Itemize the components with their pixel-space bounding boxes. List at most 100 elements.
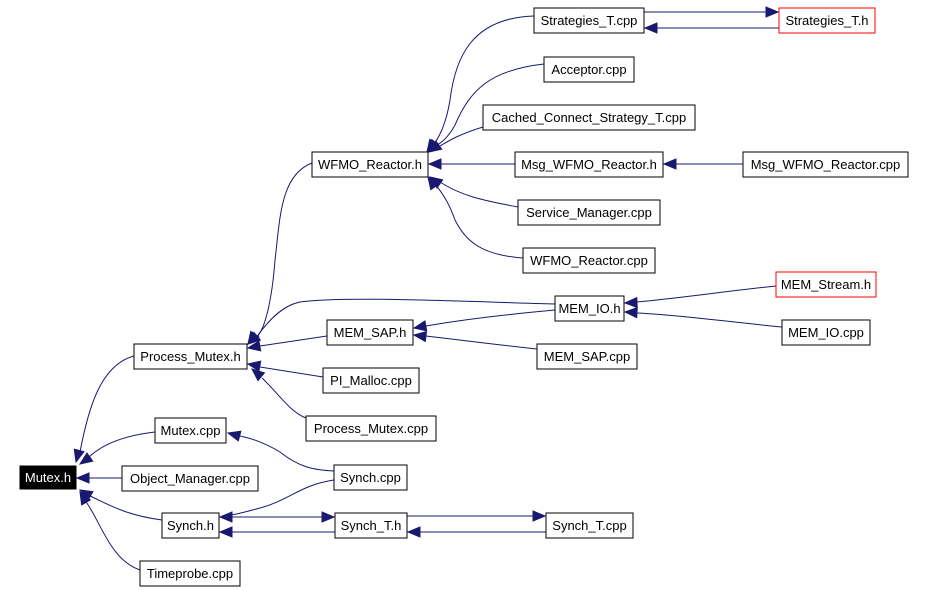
node-process-mutex-cpp[interactable]: Process_Mutex.cpp <box>305 415 437 442</box>
arrowhead-icon <box>78 452 94 465</box>
edge-wfmo-reactor-h-to-process-mutex-h <box>247 162 313 345</box>
edge-strategies-t-cpp-to-strategies-t-h <box>644 6 780 18</box>
node-label: Msg_WFMO_Reactor.cpp <box>751 157 901 172</box>
node-label: Synch.cpp <box>340 470 401 485</box>
edge-mem-sap-h-to-process-mutex-h <box>246 335 328 352</box>
edge-line <box>255 162 313 339</box>
nodes-layer: Mutex.h Process_Mutex.h Mutex.cpp Object… <box>19 7 909 587</box>
edge-strategies-t-cpp-to-wfmo-reactor-h <box>426 15 535 154</box>
edge-mem-sap-cpp-to-mem-sap-h <box>412 330 538 350</box>
node-cached-connect-strategy-t-cpp[interactable]: Cached_Connect_Strategy_T.cpp <box>482 104 696 131</box>
edge-strategies-t-h-to-strategies-t-cpp <box>643 22 779 34</box>
arrowhead-icon <box>406 526 421 538</box>
arrowhead-icon <box>412 330 428 343</box>
node-label: Cached_Connect_Strategy_T.cpp <box>492 110 686 125</box>
arrowhead-icon <box>246 360 262 372</box>
arrowhead-icon <box>623 306 638 319</box>
edge-line <box>89 495 163 521</box>
edge-line <box>259 366 324 378</box>
edge-line <box>79 355 135 453</box>
node-mem-stream-h[interactable]: MEM_Stream.h <box>775 271 877 298</box>
node-pi-malloc-cpp[interactable]: PI_Malloc.cpp <box>322 367 420 394</box>
node-timeprobe-cpp[interactable]: Timeprobe.cpp <box>139 560 241 587</box>
edge-line <box>636 312 783 328</box>
arrowhead-icon <box>321 511 336 523</box>
node-mutex-cpp[interactable]: Mutex.cpp <box>154 417 227 444</box>
node-mem-sap-cpp[interactable]: MEM_SAP.cpp <box>536 343 638 370</box>
edge-msg-wfmo-reactor-h-to-wfmo-reactor-h <box>427 158 515 170</box>
node-strategies-t-cpp[interactable]: Strategies_T.cpp <box>533 7 645 34</box>
edge-line <box>85 501 141 571</box>
edge-synch-h-to-synch-t-h <box>219 511 336 523</box>
edge-process-mutex-cpp-to-process-mutex-h <box>251 368 307 419</box>
node-synch-h[interactable]: Synch.h <box>161 512 220 539</box>
edge-line <box>434 63 545 147</box>
node-label: Msg_WFMO_Reactor.h <box>521 157 657 172</box>
arrowhead-icon <box>251 368 266 382</box>
edge-timeprobe-cpp-to-mutex-h <box>79 490 141 571</box>
node-label: Synch_T.h <box>341 518 402 533</box>
edge-mem-io-cpp-to-mem-io-h <box>623 306 783 328</box>
node-msg-wfmo-reactor-cpp[interactable]: Msg_WFMO_Reactor.cpp <box>742 151 909 178</box>
arrowhead-icon <box>79 490 92 506</box>
edge-service-manager-cpp-to-wfmo-reactor-h <box>428 176 519 208</box>
node-label: Acceptor.cpp <box>551 62 626 77</box>
node-label: MEM_Stream.h <box>781 277 871 292</box>
node-wfmo-reactor-h[interactable]: WFMO_Reactor.h <box>311 151 429 178</box>
node-label: Timeprobe.cpp <box>147 566 233 581</box>
edge-line <box>433 182 524 259</box>
edge-cached-connect-strategy-t-cpp-to-wfmo-reactor-h <box>427 126 484 153</box>
node-label: Object_Manager.cpp <box>130 471 250 486</box>
node-label: PI_Malloc.cpp <box>330 373 412 388</box>
edge-mutex-cpp-to-mutex-h <box>78 431 156 465</box>
node-msg-wfmo-reactor-h[interactable]: Msg_WFMO_Reactor.h <box>514 151 664 178</box>
node-label: Strategies_T.h <box>785 13 868 28</box>
arrowhead-icon <box>73 448 85 464</box>
edge-line <box>431 15 535 147</box>
arrowhead-icon <box>427 175 440 191</box>
edge-mem-io-h-to-process-mutex-h <box>247 298 556 346</box>
edge-wfmo-reactor-cpp-to-wfmo-reactor-h <box>427 175 524 259</box>
node-mutex-h[interactable]: Mutex.h <box>19 465 77 490</box>
node-label: Synch_T.cpp <box>552 518 626 533</box>
edge-line <box>229 479 335 516</box>
edge-process-mutex-h-to-mutex-h <box>73 355 135 464</box>
edge-synch-t-h-to-synch-h <box>218 526 335 538</box>
node-label: Synch.h <box>167 518 214 533</box>
edge-mem-io-h-to-mem-sap-h <box>412 309 556 332</box>
node-acceptor-cpp[interactable]: Acceptor.cpp <box>543 56 635 83</box>
node-mem-io-cpp[interactable]: MEM_IO.cpp <box>781 319 871 346</box>
edge-synch-h-to-mutex-h <box>78 489 163 521</box>
arrowhead-icon <box>218 526 233 538</box>
edge-line <box>87 431 156 459</box>
node-label: Strategies_T.cpp <box>541 13 638 28</box>
node-synch-cpp[interactable]: Synch.cpp <box>333 464 408 491</box>
node-synch-t-cpp[interactable]: Synch_T.cpp <box>545 512 634 539</box>
arrowhead-icon <box>662 158 677 170</box>
edge-synch-t-h-to-synch-t-cpp <box>407 510 547 522</box>
node-label: Process_Mutex.cpp <box>314 421 428 436</box>
edge-mem-stream-h-to-mem-io-h <box>623 285 777 309</box>
node-synch-t-h[interactable]: Synch_T.h <box>334 512 408 539</box>
node-process-mutex-h[interactable]: Process_Mutex.h <box>133 343 248 370</box>
node-wfmo-reactor-cpp[interactable]: WFMO_Reactor.cpp <box>522 247 656 274</box>
node-object-manager-cpp[interactable]: Object_Manager.cpp <box>121 465 259 492</box>
node-label: Process_Mutex.h <box>140 349 240 364</box>
arrowhead-icon <box>75 472 90 484</box>
arrowhead-icon <box>643 22 658 34</box>
arrowhead-icon <box>765 6 780 18</box>
node-service-manager-cpp[interactable]: Service_Manager.cpp <box>517 199 661 226</box>
arrowhead-icon <box>226 430 242 442</box>
arrowhead-icon <box>246 340 262 352</box>
node-strategies-t-h[interactable]: Strategies_T.h <box>778 7 876 34</box>
arrowhead-icon <box>427 140 443 153</box>
node-label: Service_Manager.cpp <box>526 205 652 220</box>
arrowhead-icon <box>412 320 428 332</box>
node-mem-sap-h[interactable]: MEM_SAP.h <box>326 319 414 346</box>
edge-line <box>425 335 538 350</box>
edge-synch-cpp-to-mutex-cpp <box>226 430 335 472</box>
node-label: WFMO_Reactor.cpp <box>530 253 648 268</box>
node-mem-io-h[interactable]: MEM_IO.h <box>554 295 625 322</box>
edge-msg-wfmo-reactor-cpp-to-msg-wfmo-reactor-h <box>662 158 743 170</box>
